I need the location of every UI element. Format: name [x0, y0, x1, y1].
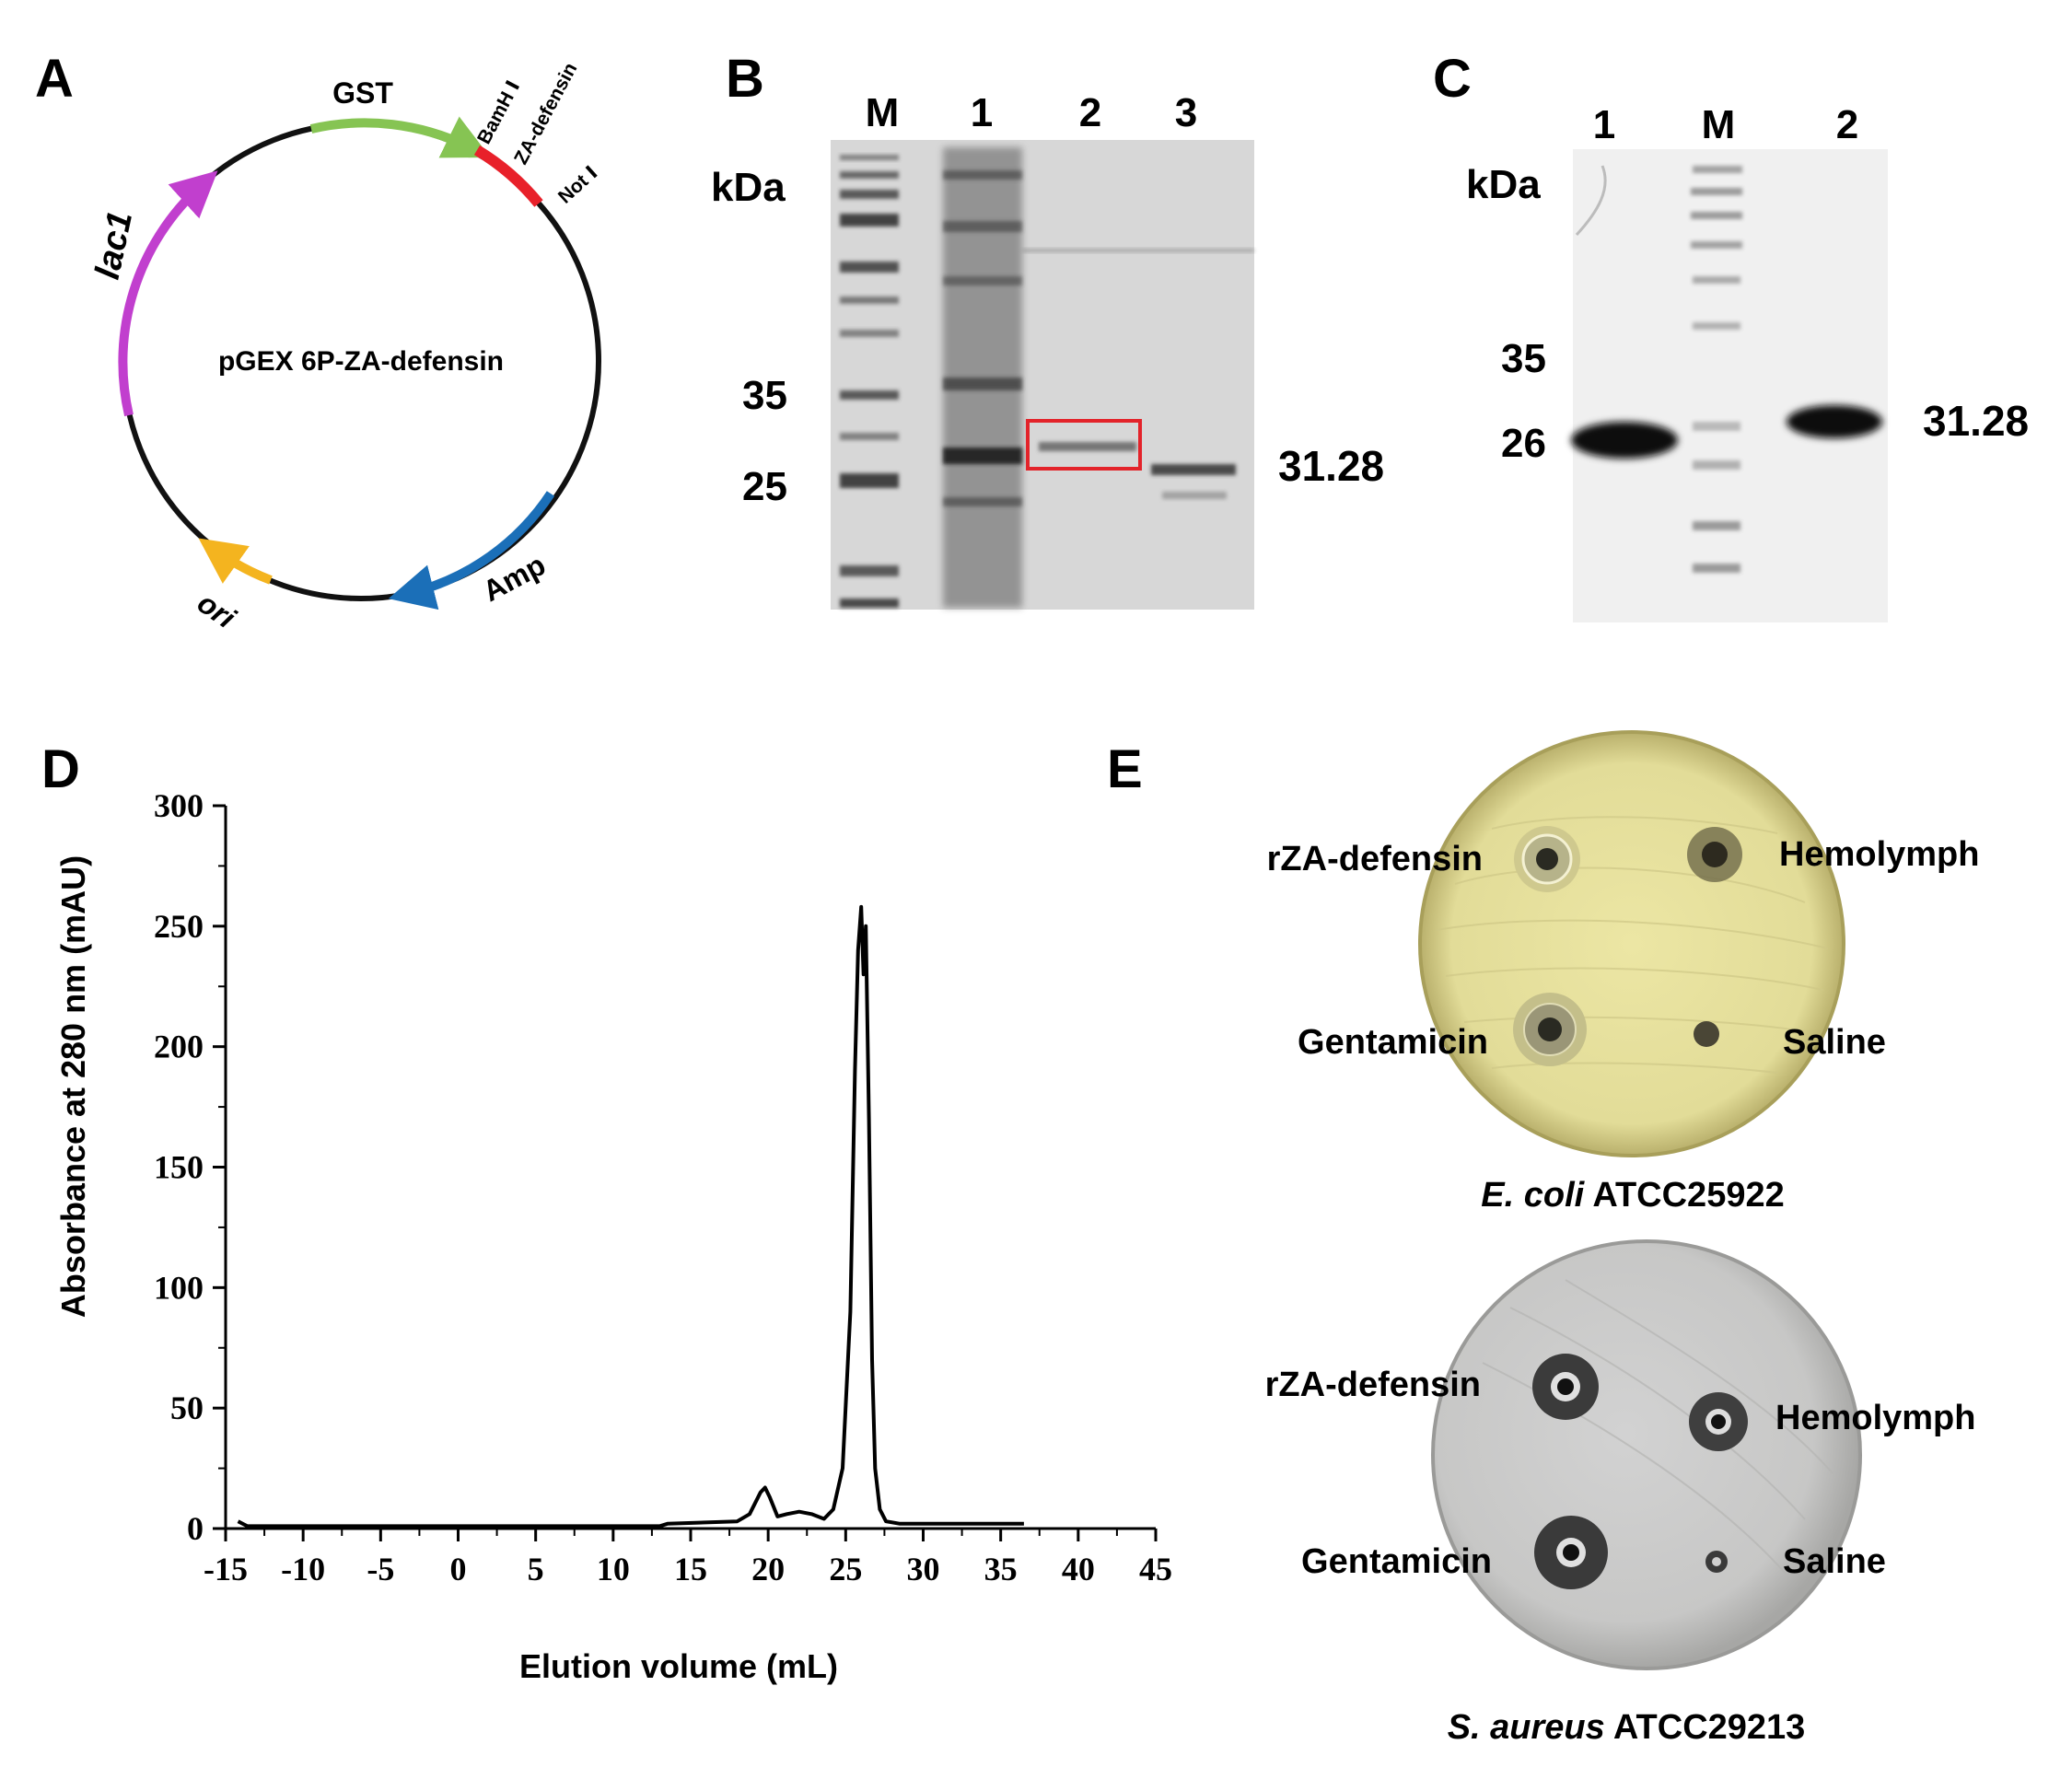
panel-d: D Absorbance at 280 nm (mAU) Elution vol… — [41, 739, 1172, 1685]
gst-arrow — [309, 116, 491, 158]
highlight-box-b — [1026, 419, 1142, 471]
panel-letter-a: A — [35, 49, 74, 109]
panel-letter-e: E — [1107, 739, 1143, 799]
x-tick-label: 10 — [597, 1551, 630, 1587]
plate-ecoli-label-gentamicin: Gentamicin — [1298, 1023, 1488, 1062]
label-ori: ori — [192, 586, 242, 635]
zone-saureus-rza — [1532, 1354, 1599, 1420]
plate-saureus-label-rza: rZA-defensin — [1265, 1366, 1481, 1404]
x-tick-label: -5 — [367, 1551, 394, 1587]
marker-35-c: 35 — [1501, 336, 1546, 381]
blot-c-lane-m — [1691, 166, 1742, 573]
panel-c: C 1 M 2 kDa 35 26 31.28 — [1433, 49, 2029, 622]
plate-ecoli: rZA-defensin Hemolymph Gentamicin Saline… — [1267, 730, 1979, 1215]
x-tick-label: 30 — [907, 1551, 940, 1587]
zone-ecoli-hemolymph — [1687, 827, 1742, 882]
x-tick-label: -15 — [204, 1551, 248, 1587]
y-tick-label: 100 — [154, 1269, 204, 1306]
marker-35-b: 35 — [742, 373, 787, 418]
blot-c-band-lane-2 — [1787, 405, 1882, 438]
x-tick-label: 20 — [751, 1551, 785, 1587]
lane-label-m-b: M — [866, 90, 900, 135]
ori-arrow — [198, 538, 273, 585]
blot-c — [1573, 149, 1888, 622]
label-not: Not Ⅰ — [554, 162, 602, 208]
plate-ecoli-label-rza: rZA-defensin — [1267, 840, 1483, 878]
blot-c-smudge — [1575, 165, 1607, 237]
kda-label-c: kDa — [1466, 162, 1541, 207]
lane-label-2-b: 2 — [1079, 90, 1101, 135]
zone-saureus-hemolymph — [1689, 1392, 1748, 1451]
y-tick-label: 50 — [170, 1389, 204, 1426]
plate-ecoli-dish — [1418, 730, 1845, 1157]
gel-b-lane-m — [840, 155, 899, 608]
plate-saureus-streaks — [1482, 1279, 1833, 1576]
gel-b — [831, 140, 1254, 610]
x-tick-label: 0 — [450, 1551, 467, 1587]
zone-saureus-saline — [1705, 1551, 1728, 1573]
plate-saureus-caption: S. aureus ATCC29213 — [1448, 1708, 1806, 1747]
gel-b-band-lane-3b — [1162, 492, 1227, 499]
panel-letter-d: D — [41, 739, 80, 799]
chromatogram-chart: -15 -10 -5 0 5 10 15 20 25 30 35 40 45 0 50 100 150 200 25… — [154, 787, 1172, 1587]
amp-arrow — [388, 491, 555, 610]
band-size-c: 31.28 — [1923, 397, 2029, 445]
plate-saureus-label-saline: Saline — [1783, 1542, 1886, 1581]
x-tick-label: -10 — [281, 1551, 325, 1587]
plate-saureus-label-hemolymph: Hemolymph — [1775, 1399, 1975, 1437]
panel-b: B M 1 2 3 kDa 35 25 — [711, 49, 1384, 610]
y-tick-label: 0 — [187, 1510, 204, 1547]
lane-label-1-b: 1 — [971, 90, 993, 135]
lane-label-2-c: 2 — [1836, 102, 1858, 147]
plate-ecoli-streaks — [1436, 816, 1829, 1074]
kda-label-b: kDa — [711, 165, 786, 210]
zone-saureus-gentamicin — [1534, 1516, 1608, 1589]
plate-ecoli-label-hemolymph: Hemolymph — [1779, 835, 1979, 874]
plasmid-name: pGEX 6P-ZA-defensin — [218, 346, 504, 377]
zone-ecoli-rza — [1514, 826, 1580, 892]
x-tick-label: 45 — [1139, 1551, 1172, 1587]
zone-ecoli-gentamicin — [1513, 993, 1587, 1066]
label-gst: GST — [332, 76, 393, 110]
lac1-arrow — [118, 170, 218, 417]
y-tick-label: 300 — [154, 787, 204, 824]
x-tick-label: 35 — [984, 1551, 1018, 1587]
label-lac1: lac1 — [88, 208, 140, 283]
y-tick-label: 250 — [154, 908, 204, 945]
zone-ecoli-saline — [1694, 1021, 1719, 1047]
blot-c-band-lane-1 — [1571, 422, 1678, 459]
lane-label-m-c: M — [1702, 102, 1736, 147]
x-tick-label: 40 — [1062, 1551, 1095, 1587]
y-tick-label: 200 — [154, 1029, 204, 1065]
gel-b-band-lane-3 — [1151, 464, 1236, 475]
x-tick-label: 15 — [674, 1551, 707, 1587]
lane-label-1-c: 1 — [1593, 102, 1615, 147]
panel-letter-b: B — [726, 49, 764, 109]
panel-a: A pGEX 6P-ZA-defensin GST BamH Ⅰ ZA-defe… — [35, 49, 601, 635]
plate-saureus-label-gentamicin: Gentamicin — [1301, 1542, 1492, 1581]
label-bamh: BamH Ⅰ — [473, 77, 524, 147]
lane-label-3-b: 3 — [1175, 90, 1197, 135]
plate-ecoli-label-saline: Saline — [1783, 1023, 1886, 1062]
marker-26-c: 26 — [1501, 421, 1546, 466]
y-tick-label: 150 — [154, 1149, 204, 1186]
gel-b-lane-1 — [943, 147, 1022, 608]
chromatogram-line — [237, 904, 1024, 1529]
x-axis-title: Elution volume (mL) — [519, 1647, 838, 1685]
panel-letter-c: C — [1433, 49, 1472, 109]
gel-b-top-line — [1022, 249, 1254, 252]
panel-e: E — [1107, 730, 1979, 1747]
x-tick-label: 5 — [528, 1551, 544, 1587]
x-tick-label: 25 — [829, 1551, 862, 1587]
plate-saureus-dish — [1431, 1239, 1862, 1670]
plate-saureus: rZA-defensin Hemolymph Gentamicin Saline… — [1265, 1239, 1975, 1747]
gel-b-band-lane-2 — [1039, 442, 1136, 451]
marker-25-b: 25 — [742, 464, 787, 509]
label-insert: ZA-defensin — [510, 59, 581, 168]
insert-segment — [473, 145, 543, 207]
plate-ecoli-caption: E. coli ATCC25922 — [1481, 1176, 1784, 1215]
band-size-b: 31.28 — [1278, 442, 1384, 490]
y-axis-title: Absorbance at 280 nm (mAU) — [54, 855, 92, 1318]
